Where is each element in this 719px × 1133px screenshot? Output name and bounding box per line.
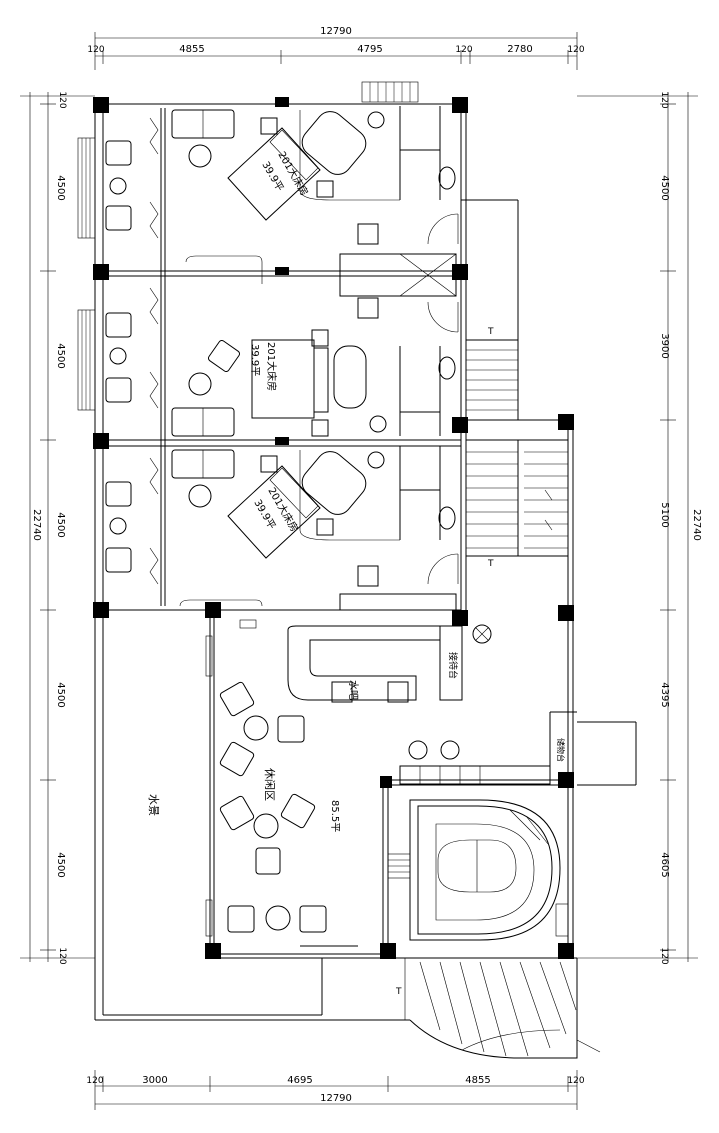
lounge-name-label: 休闲区 [263, 768, 277, 801]
left-total-dim: 22740 [31, 509, 42, 541]
left-dim-3: 4500 [55, 343, 66, 368]
top-total-dim: 12790 [320, 26, 352, 37]
bedroom-b-furniture [105, 253, 459, 437]
bottom-total-dim: 12790 [320, 1093, 352, 1104]
bottom-dim-5: 120 [567, 1076, 584, 1086]
left-dim-1: 120 [57, 91, 67, 108]
stair-arrow-mark-b: T [487, 559, 494, 569]
lounge-area-label: 85.5平 [329, 800, 340, 832]
top-dim-5: 2780 [507, 44, 532, 55]
water-bar-label: 水吧 [347, 680, 359, 700]
left-dimension-lines: 120 4500 4500 4500 4500 4500 120 22740 [20, 91, 95, 965]
room-b-name: 201大床房 [265, 342, 278, 391]
left-balcony-planters [77, 137, 96, 411]
right-dim-3: 3900 [659, 333, 670, 358]
right-dim-2: 4500 [659, 175, 670, 200]
room-a-name: 201大床房 [275, 149, 311, 198]
main-staircase: T T [466, 327, 568, 569]
building-outline [94, 103, 637, 1021]
lounge-furniture [205, 619, 551, 947]
left-dim-6: 4500 [55, 852, 66, 877]
bottom-dim-3: 4695 [287, 1075, 312, 1086]
left-dim-4: 4500 [55, 512, 66, 537]
bottom-dim-4: 4855 [465, 1075, 490, 1086]
top-dimension-lines: 12790 120 4855 4795 120 2780 120 [87, 26, 585, 70]
left-dim-2: 4500 [55, 175, 66, 200]
water-feature-pool [387, 799, 569, 941]
reception-label: 接待台 [447, 652, 459, 679]
curved-stair-mark: T [395, 987, 402, 997]
top-dim-3: 4795 [357, 44, 382, 55]
bottom-dim-1: 120 [86, 1076, 103, 1086]
top-exterior-steps [361, 81, 419, 103]
bedroom-a-furniture [105, 106, 459, 245]
top-dim-6: 120 [567, 45, 584, 55]
bottom-dim-2: 3000 [142, 1075, 167, 1086]
right-total-dim: 22740 [691, 509, 702, 541]
room-b-area: 39.9平 [249, 344, 260, 376]
storage-label: 储物台 [556, 738, 566, 762]
right-dimension-lines: 120 4500 3900 5100 4395 4605 120 22740 [577, 91, 702, 965]
right-dim-1: 120 [659, 91, 669, 108]
stair-arrow-mark-a: T [487, 327, 494, 337]
bedroom-c-furniture [105, 446, 459, 611]
bottom-dimension-lines: 120 3000 4695 4855 120 12790 [86, 1070, 585, 1110]
top-dim-4: 120 [455, 45, 472, 55]
curved-exterior-stair: T [395, 958, 601, 1059]
right-dim-4: 5100 [659, 502, 670, 527]
left-dim-5: 4500 [55, 682, 66, 707]
right-dim-7: 120 [659, 947, 669, 964]
water-feature-label: 水景 [147, 794, 160, 816]
right-dim-6: 4605 [659, 852, 670, 877]
right-dim-5: 4395 [659, 682, 670, 707]
left-dim-7: 120 [57, 947, 67, 964]
top-dim-2: 4855 [179, 44, 204, 55]
top-dim-1: 120 [87, 45, 104, 55]
structural-columns [93, 97, 574, 959]
